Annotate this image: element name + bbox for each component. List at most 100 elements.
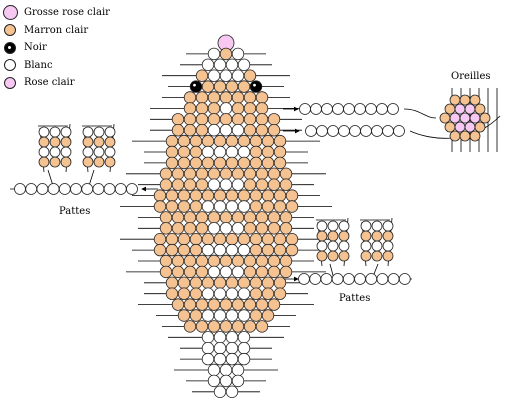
body-bead bbox=[195, 254, 209, 268]
body-bead bbox=[255, 298, 269, 311]
body-bead bbox=[201, 189, 215, 202]
body-bead bbox=[243, 265, 257, 279]
body-bead bbox=[285, 200, 299, 213]
body-bead bbox=[207, 102, 221, 115]
leg-bead bbox=[316, 240, 328, 252]
body-bead bbox=[255, 254, 269, 268]
body-bead bbox=[201, 287, 215, 300]
body-bead bbox=[243, 91, 257, 104]
body-bead bbox=[213, 58, 227, 72]
body-bead bbox=[213, 156, 227, 170]
body-bead bbox=[213, 189, 227, 202]
body-bead bbox=[225, 145, 239, 159]
leg-bead bbox=[60, 136, 72, 148]
body-bead bbox=[231, 363, 245, 377]
body-bead bbox=[279, 254, 293, 268]
leg-bead bbox=[327, 240, 339, 252]
body-bead bbox=[243, 222, 257, 235]
body-bead bbox=[225, 287, 239, 300]
body-bead bbox=[225, 58, 239, 72]
body-bead bbox=[237, 200, 251, 213]
body-bead bbox=[213, 287, 227, 300]
legend-item-blanc: Blanc bbox=[4, 57, 110, 75]
leg-bead bbox=[49, 156, 61, 168]
body-bead bbox=[243, 254, 257, 268]
legend-item-noir: Noir bbox=[4, 39, 110, 57]
body-bead bbox=[195, 178, 209, 191]
leg-string-bead bbox=[70, 183, 82, 195]
body-bead bbox=[207, 69, 221, 82]
pink-large-bead-swatch bbox=[3, 5, 18, 21]
ear-bead bbox=[449, 94, 461, 106]
body-bead bbox=[249, 309, 263, 322]
leg-bead bbox=[93, 126, 105, 138]
body-bead bbox=[261, 200, 275, 213]
ear-bead bbox=[444, 121, 456, 133]
leg-string-bead bbox=[47, 183, 60, 195]
body-bead bbox=[201, 309, 215, 322]
ear-string-bead bbox=[349, 125, 361, 137]
body-bead bbox=[177, 156, 191, 170]
body-bead bbox=[165, 243, 179, 257]
body-bead bbox=[261, 276, 275, 290]
ear-string-bead bbox=[343, 103, 355, 115]
leg-bead bbox=[316, 230, 328, 242]
body-bead bbox=[219, 69, 233, 82]
body-bead bbox=[279, 167, 293, 181]
leg-string-bead bbox=[92, 183, 105, 195]
body-bead bbox=[201, 80, 215, 93]
body-bead bbox=[207, 91, 221, 104]
ear-bead bbox=[444, 103, 456, 115]
ear-bead bbox=[474, 121, 486, 133]
leg-bead bbox=[49, 136, 61, 148]
body-bead bbox=[177, 287, 191, 300]
body-bead bbox=[213, 276, 227, 290]
leg-bead bbox=[371, 250, 383, 262]
body-bead bbox=[195, 123, 209, 137]
body-bead bbox=[183, 211, 197, 224]
body-bead bbox=[219, 178, 233, 191]
body-bead bbox=[231, 265, 245, 279]
leg-string-bead bbox=[376, 273, 389, 285]
body-bead bbox=[231, 254, 245, 268]
leg-bead bbox=[82, 146, 94, 158]
body-bead bbox=[189, 156, 203, 170]
body-bead bbox=[213, 385, 227, 399]
body-bead bbox=[261, 156, 275, 170]
body-bead bbox=[165, 287, 179, 300]
body-bead bbox=[249, 145, 263, 159]
body-bead bbox=[183, 265, 197, 279]
leg-bead bbox=[371, 240, 383, 252]
leg-bead bbox=[327, 230, 339, 242]
leg-bead bbox=[104, 156, 116, 168]
body-bead bbox=[201, 276, 215, 290]
body-bead bbox=[207, 254, 221, 268]
body-bead bbox=[261, 232, 275, 246]
ear-string-bead bbox=[338, 125, 350, 137]
body-bead bbox=[225, 156, 239, 170]
body-bead bbox=[273, 189, 287, 202]
body-bead bbox=[201, 331, 215, 344]
body-bead bbox=[225, 352, 239, 366]
body-bead bbox=[201, 232, 215, 246]
body-bead bbox=[165, 232, 179, 246]
legend-label: Blanc bbox=[24, 59, 53, 71]
body-bead bbox=[249, 276, 263, 290]
leg-bead bbox=[371, 230, 383, 242]
body-bead bbox=[249, 287, 263, 300]
body-bead bbox=[255, 178, 269, 191]
body-bead bbox=[207, 374, 221, 388]
body-bead bbox=[255, 123, 269, 137]
ear-bead bbox=[454, 121, 466, 133]
body-bead bbox=[213, 352, 227, 366]
body-bead bbox=[225, 134, 239, 148]
body-bead bbox=[195, 265, 209, 279]
leg-bead bbox=[360, 250, 372, 262]
body-bead bbox=[231, 178, 245, 191]
body-bead bbox=[267, 113, 281, 126]
leg-string-bead bbox=[354, 273, 366, 285]
body-bead bbox=[267, 211, 281, 224]
body-bead bbox=[159, 254, 173, 268]
body-bead bbox=[225, 331, 239, 344]
body-bead bbox=[273, 287, 287, 300]
